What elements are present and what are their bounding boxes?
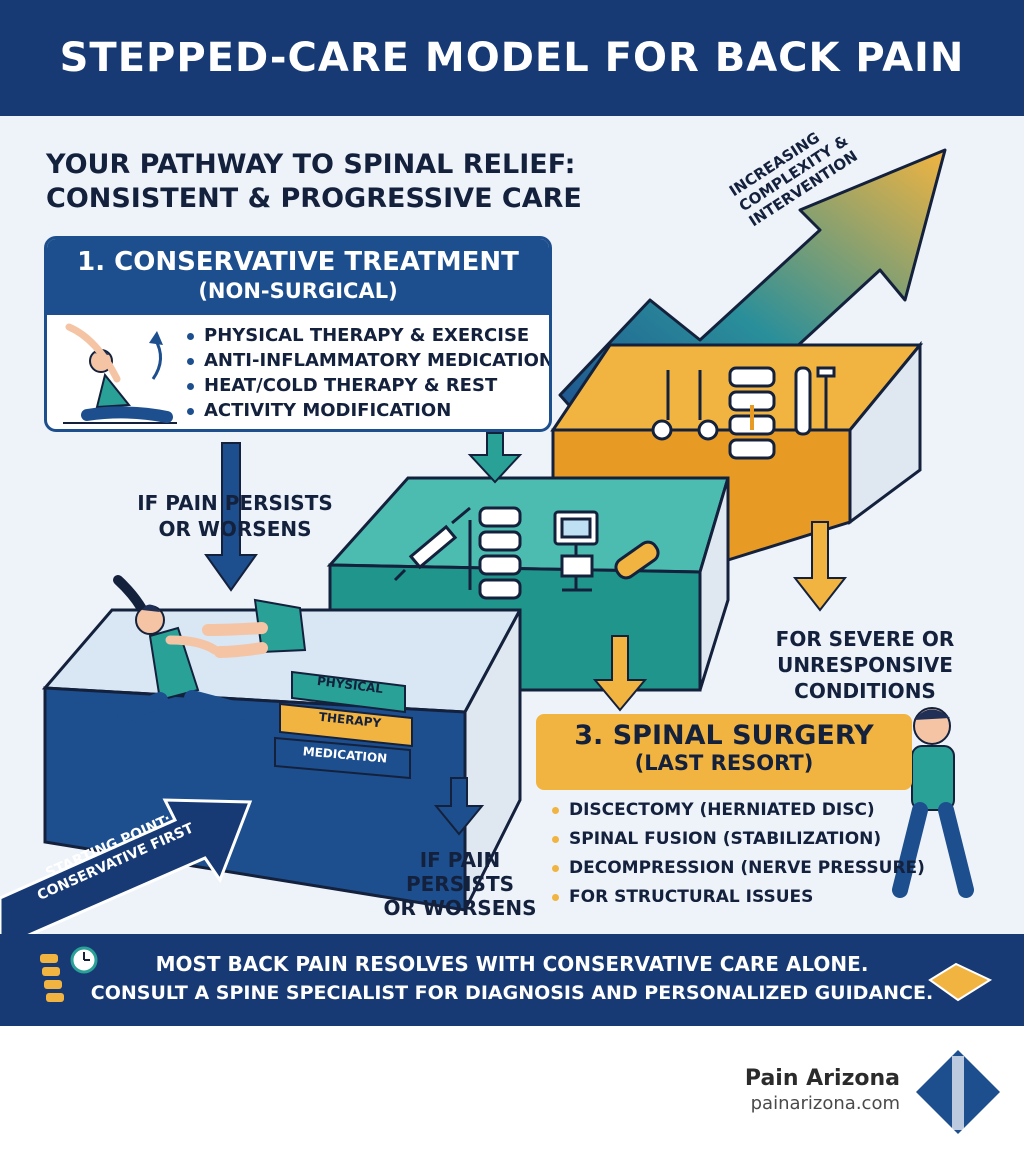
surgical-plate-icon bbox=[794, 366, 812, 436]
transition-label-2: IF PAIN PERSISTS OR WORSENS bbox=[370, 848, 550, 920]
step-3-list: DISCECTOMY (HERNIATED DISC) SPINAL FUSIO… bbox=[552, 796, 925, 912]
yoga-figure-icon bbox=[63, 323, 177, 424]
transition-1-line-1: IF PAIN PERSISTS bbox=[137, 491, 333, 515]
transition-label-3: FOR SEVERE OR UNRESPONSIVE CONDITIONS bbox=[720, 626, 1010, 704]
list-item: ACTIVITY MODIFICATION bbox=[187, 398, 549, 423]
step-1-list: PHYSICAL THERAPY & EXERCISE ANTI-INFLAMM… bbox=[187, 323, 549, 423]
spine-icon bbox=[468, 506, 522, 600]
list-item: DECOMPRESSION (NERVE PRESSURE) bbox=[552, 854, 925, 883]
spine-footer-icon bbox=[40, 954, 64, 1002]
brand-url: painarizona.com bbox=[750, 1093, 900, 1114]
transition-label-1: IF PAIN PERSISTS OR WORSENS bbox=[110, 490, 360, 542]
list-item: FOR STRUCTURAL ISSUES bbox=[552, 883, 925, 912]
step-1-subtitle: (NON-SURGICAL) bbox=[198, 279, 398, 303]
down-arrow-2 bbox=[433, 777, 485, 836]
pathway-subtitle: YOUR PATHWAY TO SPINAL RELIEF: CONSISTEN… bbox=[46, 148, 582, 216]
therapist-hands-icon bbox=[202, 598, 307, 658]
syringe-icon bbox=[393, 506, 471, 582]
transition-3-line-2: UNRESPONSIVE CONDITIONS bbox=[777, 653, 953, 703]
down-arrow-4 bbox=[592, 635, 648, 712]
step-1-card: 1. CONSERVATIVE TREATMENT (NON-SURGICAL)… bbox=[44, 236, 552, 432]
step-3-subtitle: (LAST RESORT) bbox=[634, 751, 814, 775]
transition-1-line-2: OR WORSENS bbox=[158, 517, 312, 541]
down-arrow-1 bbox=[204, 442, 258, 592]
screw-icon bbox=[816, 366, 836, 430]
list-item: PHYSICAL THERAPY & EXERCISE bbox=[187, 323, 549, 348]
list-item: ANTI-INFLAMMATORY MEDICATIONS bbox=[187, 348, 549, 373]
footer-icons bbox=[40, 946, 993, 1002]
list-item: HEAT/COLD THERAPY & REST bbox=[187, 373, 549, 398]
down-arrow-3 bbox=[792, 521, 848, 612]
down-arrow-step2 bbox=[467, 432, 523, 484]
subtitle-line-1: YOUR PATHWAY TO SPINAL RELIEF: bbox=[46, 149, 576, 180]
scissors-icon bbox=[651, 370, 719, 441]
footer-line-2: CONSULT A SPINE SPECIALIST FOR DIAGNOSIS… bbox=[90, 982, 934, 1004]
stretch-figure-icon bbox=[113, 575, 253, 723]
handshake-icon bbox=[928, 962, 993, 1002]
clock-icon bbox=[70, 946, 98, 974]
monitor-icon bbox=[553, 510, 599, 592]
list-item: SPINAL FUSION (STABILIZATION) bbox=[552, 825, 925, 854]
bullet-icon bbox=[187, 357, 194, 365]
spine-vertebrae-icon bbox=[728, 366, 776, 460]
brand-name: Pain Arizona bbox=[744, 1066, 900, 1091]
step-1-title: 1. CONSERVATIVE TREATMENT bbox=[77, 247, 519, 277]
header-bar bbox=[0, 0, 1024, 116]
walking-man-icon bbox=[892, 707, 974, 898]
footer-banner bbox=[0, 934, 1024, 1026]
bullet-icon bbox=[552, 835, 559, 843]
bullet-icon bbox=[552, 864, 559, 872]
books-stack bbox=[274, 670, 413, 780]
bullet-icon bbox=[552, 806, 559, 814]
brand-logo-icon bbox=[916, 1050, 1000, 1134]
transition-3-line-1: FOR SEVERE OR bbox=[775, 627, 955, 651]
bullet-icon bbox=[187, 407, 194, 415]
page-title: STEPPED-CARE MODEL FOR BACK PAIN bbox=[59, 35, 965, 81]
transition-2-line-2: PERSISTS bbox=[405, 872, 515, 896]
transition-2-line-1: IF PAIN bbox=[419, 848, 501, 872]
bullet-icon bbox=[187, 382, 194, 390]
bullet-icon bbox=[187, 332, 194, 340]
bandage-icon bbox=[614, 540, 660, 580]
bullet-icon bbox=[552, 893, 559, 901]
transition-2-line-3: OR WORSENS bbox=[383, 896, 537, 920]
step-3-title: 3. SPINAL SURGERY bbox=[574, 720, 874, 751]
list-item: DISCECTOMY (HERNIATED DISC) bbox=[552, 796, 925, 825]
footer-line-1: MOST BACK PAIN RESOLVES WITH CONSERVATIV… bbox=[155, 952, 869, 976]
step-3-card: 3. SPINAL SURGERY (LAST RESORT) bbox=[536, 714, 912, 790]
step-1-header: 1. CONSERVATIVE TREATMENT (NON-SURGICAL) bbox=[47, 239, 549, 315]
subtitle-line-2: CONSISTENT & PROGRESSIVE CARE bbox=[46, 183, 582, 214]
